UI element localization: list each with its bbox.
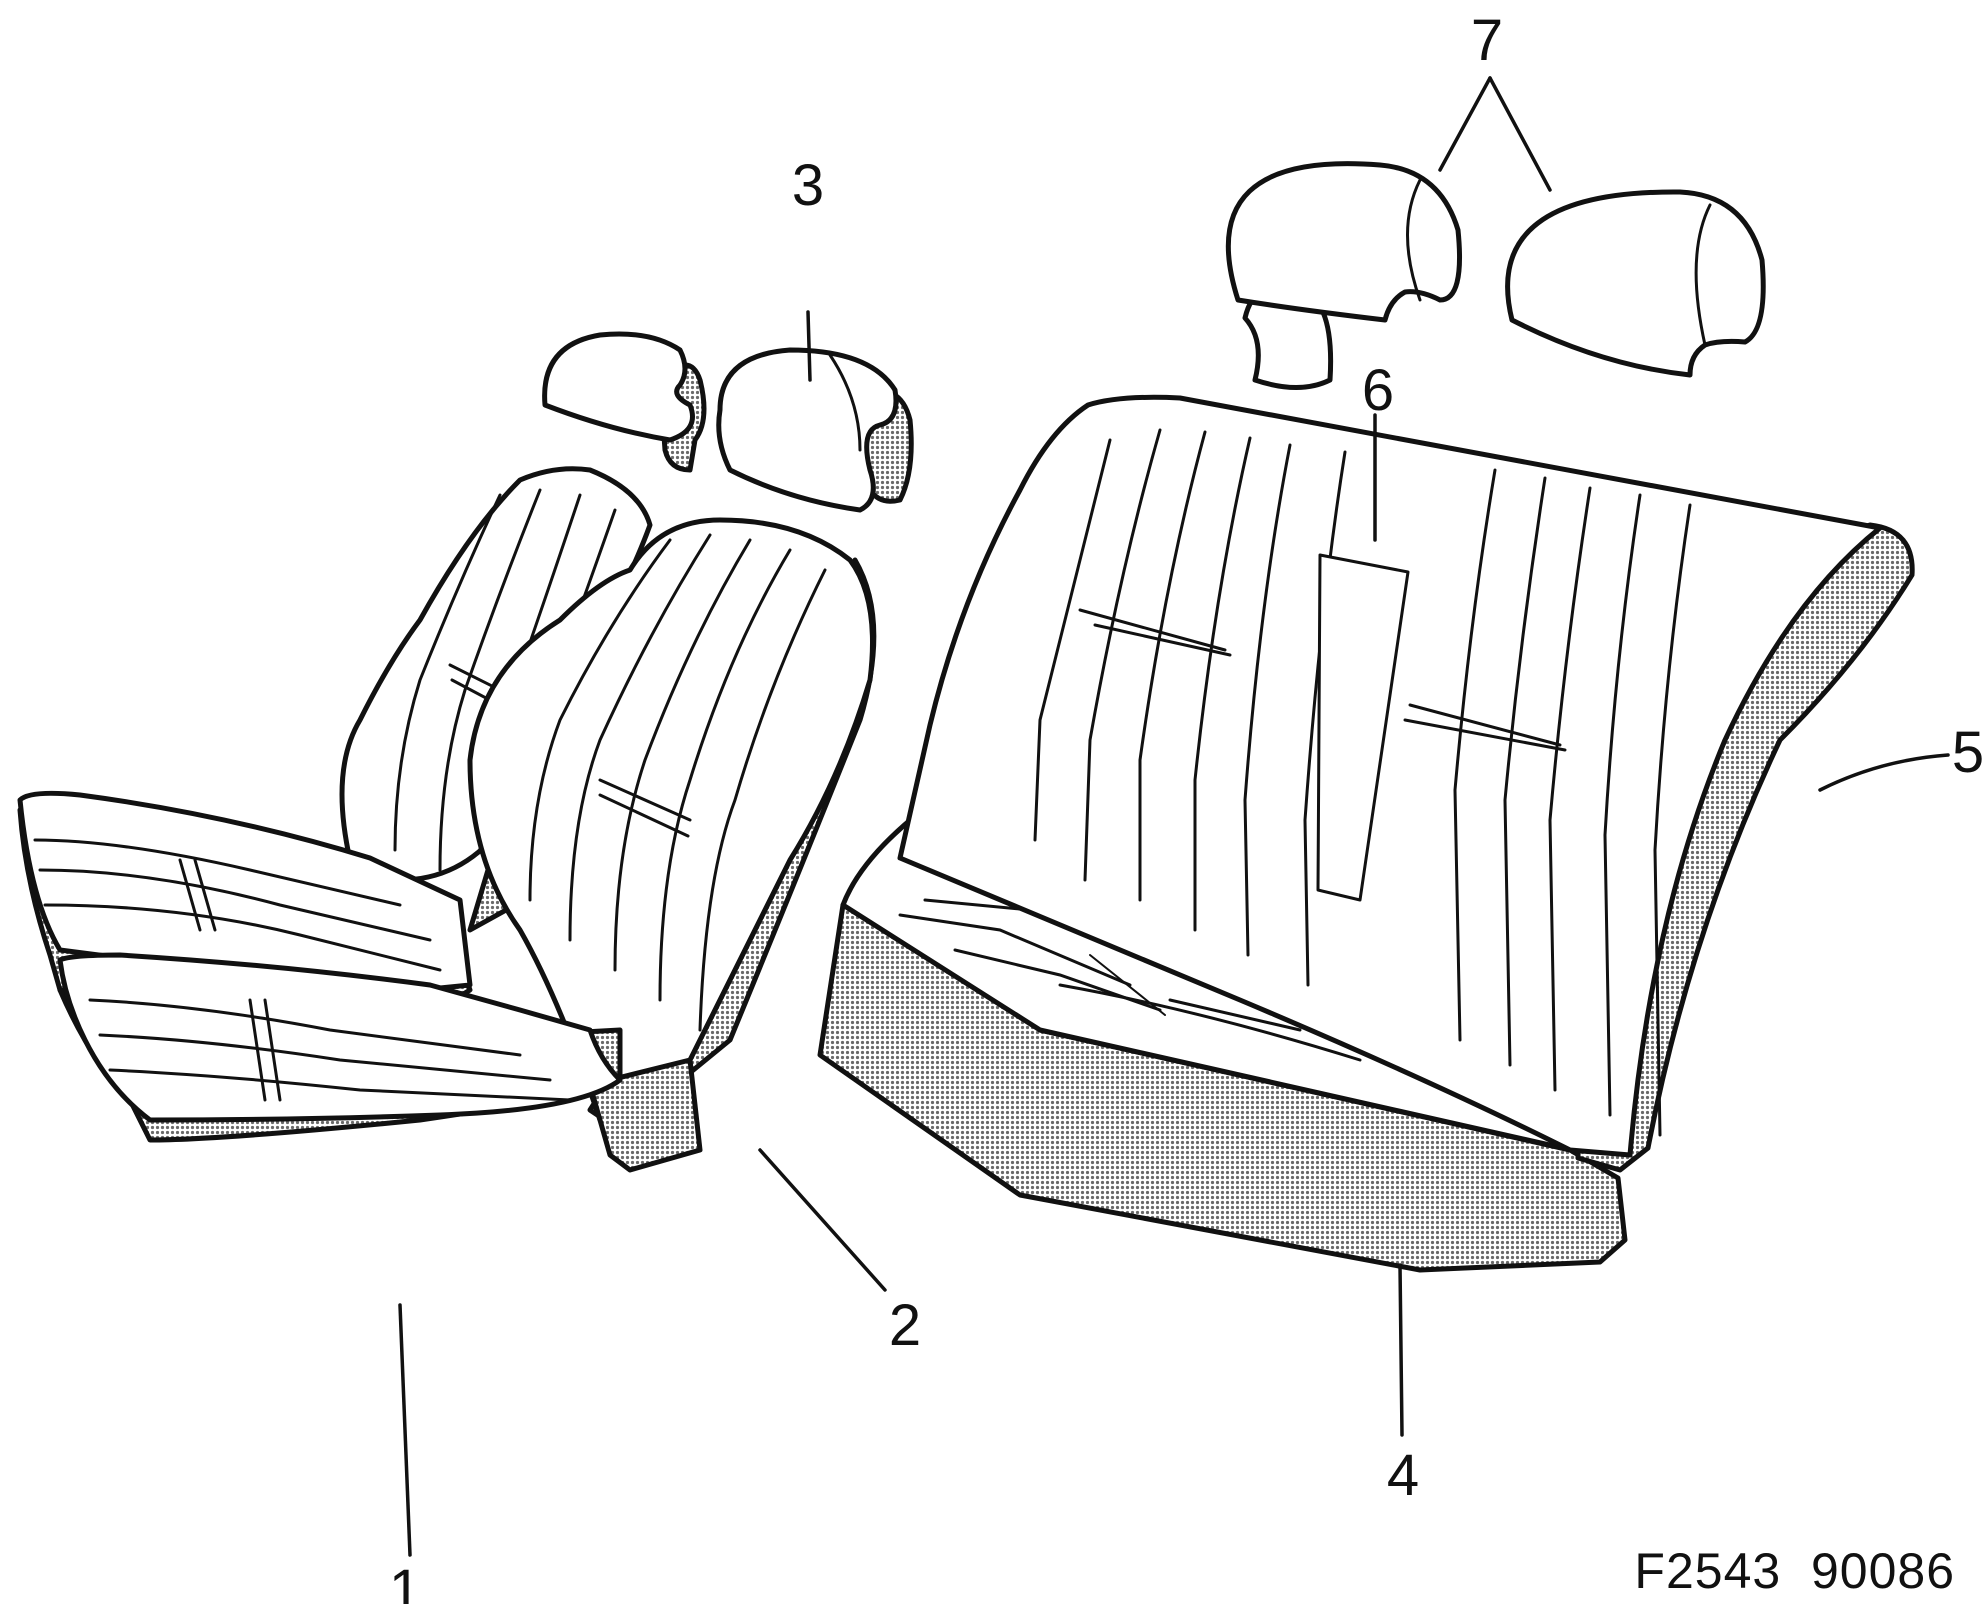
rear-headrest-pair [1225,161,1766,378]
callout-7-label: 7 [1471,8,1503,73]
callout-4-label: 4 [1387,1443,1419,1508]
callout-1-label: 1 [389,1558,421,1604]
callout-5-label: 5 [1952,720,1984,785]
callout-2-label: 2 [889,1293,921,1358]
front-headrest-pair [542,331,914,513]
callout-leaders [398,76,1950,1557]
callout-6-label: 6 [1362,358,1394,423]
callout-3-label: 3 [792,153,824,218]
figure-code: F2543 90086 [1634,1543,1955,1599]
rear-seat-backrest [897,394,1915,1173]
front-right-seat [57,517,877,1173]
